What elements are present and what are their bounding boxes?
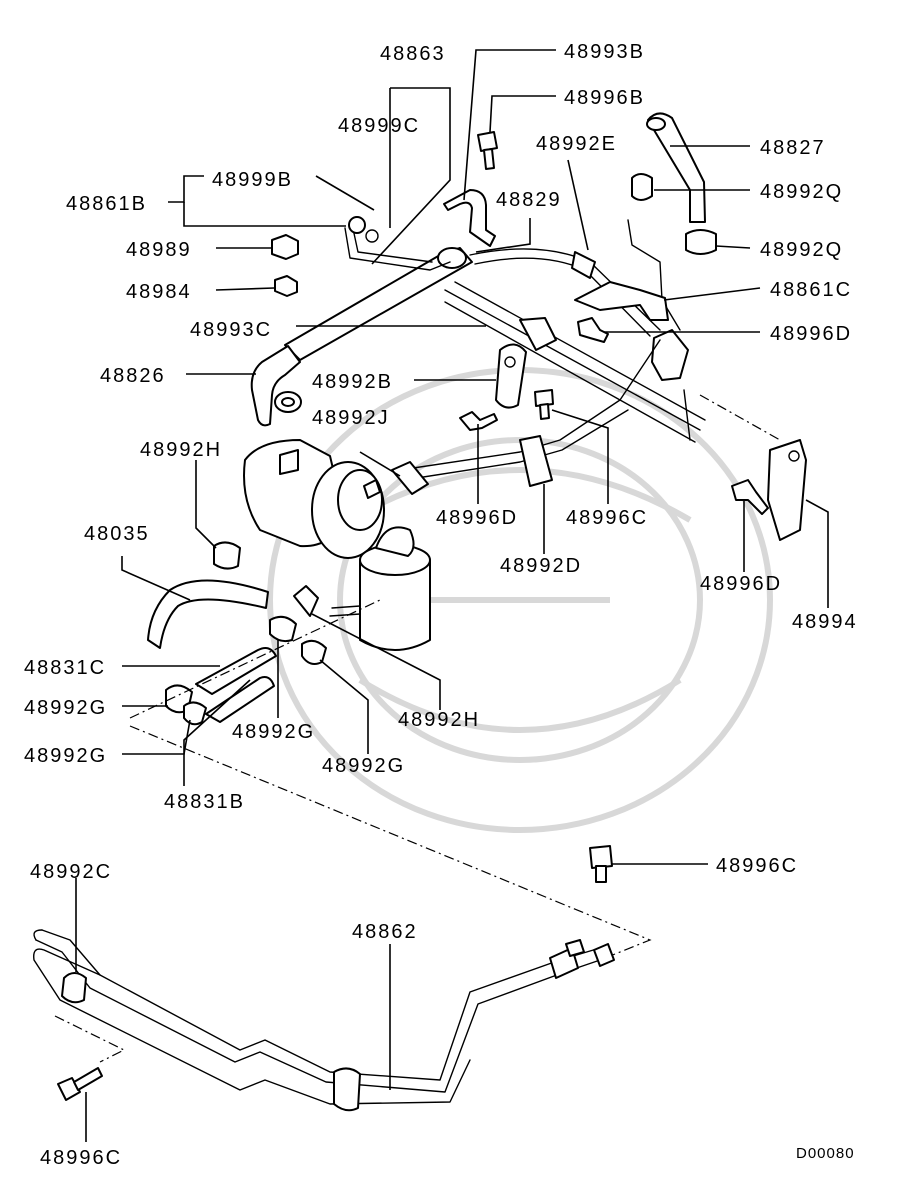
- tube-assembly-48862: [33, 929, 615, 1112]
- pipe-48861B: [344, 216, 451, 271]
- nut-48989: [271, 234, 299, 260]
- bolt-48996C-lower-mid: [589, 845, 613, 883]
- label-48831C: 48831C: [24, 657, 106, 679]
- label-48996D-upper: 48996D: [770, 323, 852, 345]
- bracket-48992J-48992D: [391, 339, 661, 495]
- label-48994: 48994: [792, 611, 858, 633]
- label-48992G-a: 48992G: [24, 697, 107, 719]
- label-48992J: 48992J: [312, 407, 390, 429]
- label-48992G-d: 48992G: [322, 755, 405, 777]
- pressure-hose-48826: [250, 247, 473, 427]
- bracket-48992B: [495, 343, 527, 409]
- label-48996D-right: 48996D: [700, 573, 782, 595]
- clip-48992Q-upper: [631, 173, 653, 201]
- label-48999C: 48999C: [338, 115, 420, 137]
- label-48996C-right: 48996C: [716, 855, 798, 877]
- label-48996D-mid: 48996D: [436, 507, 518, 529]
- part-labels: 48863 48993B 48996B 48999C 48992E 48827 …: [24, 41, 858, 1169]
- bolt-48996B: [477, 131, 498, 170]
- pipe-48992E: [627, 219, 681, 331]
- reservoir-hose-48827: [646, 112, 706, 223]
- oil-reservoir: [329, 526, 431, 651]
- label-48831B: 48831B: [164, 791, 245, 813]
- hose-48831C: [195, 647, 277, 695]
- bolt-48996C-center: [534, 389, 554, 420]
- label-48827: 48827: [760, 137, 826, 159]
- label-48993B: 48993B: [564, 41, 645, 63]
- label-48996C-mid: 48996C: [566, 507, 648, 529]
- label-48992G-c: 48992G: [24, 745, 107, 767]
- clamp-48992G-b: [183, 701, 207, 726]
- label-48992G-b: 48992G: [232, 721, 315, 743]
- label-48035: 48035: [84, 523, 150, 545]
- clamp-48992G-d: [301, 639, 327, 665]
- bracket-48861C: [574, 281, 669, 321]
- label-48862: 48862: [352, 921, 418, 943]
- clip-48992H-lower: [293, 585, 319, 617]
- clamp-48992H-upper: [213, 541, 241, 570]
- label-48992B: 48992B: [312, 371, 393, 393]
- clip-48992Q-lower: [685, 229, 717, 255]
- label-48863: 48863: [380, 43, 446, 65]
- label-48861C: 48861C: [770, 279, 852, 301]
- crossmember-lines: [444, 281, 706, 443]
- hose-end-right: [651, 329, 689, 381]
- label-48992H-lower: 48992H: [398, 709, 480, 731]
- label-48992C: 48992C: [30, 861, 112, 883]
- label-48996C-lower: 48996C: [40, 1147, 122, 1169]
- label-48861B: 48861B: [66, 193, 147, 215]
- label-48989: 48989: [126, 239, 192, 261]
- nut-48984: [274, 275, 298, 297]
- label-48826: 48826: [100, 365, 166, 387]
- label-48992Q-lower: 48992Q: [760, 239, 843, 261]
- suction-hose-48035: [147, 579, 269, 649]
- label-48829: 48829: [496, 189, 562, 211]
- pipe-to-48994: [683, 389, 691, 441]
- return-lines-48829: [469, 248, 661, 337]
- clamp-48993B: [443, 189, 496, 247]
- parts-illustration: [33, 112, 807, 1112]
- label-48992D: 48992D: [500, 555, 582, 577]
- bracket-48994: [767, 439, 807, 541]
- bracket-48994-hole: [788, 450, 800, 462]
- label-48996B: 48996B: [564, 87, 645, 109]
- label-48992Q-upper: 48992Q: [760, 181, 843, 203]
- bolt-48996D-right: [731, 479, 769, 515]
- leader-lines: [75, 49, 829, 1142]
- bolt-48996D-mid: [577, 317, 609, 343]
- label-48993C: 48993C: [190, 319, 272, 341]
- bolt-48996D-left: [459, 411, 498, 431]
- power-steering-pump: [243, 439, 385, 559]
- clamp-48992G-c: [269, 615, 297, 643]
- hose-48831B: [205, 676, 275, 723]
- label-48999B: 48999B: [212, 169, 293, 191]
- label-48992E: 48992E: [536, 133, 617, 155]
- label-48992H-upper: 48992H: [140, 439, 222, 461]
- drawing-code: D00080: [796, 1145, 855, 1162]
- bolt-48996C-lower-left: [57, 1067, 103, 1101]
- guide-lines: [54, 394, 781, 1063]
- label-48984: 48984: [126, 281, 192, 303]
